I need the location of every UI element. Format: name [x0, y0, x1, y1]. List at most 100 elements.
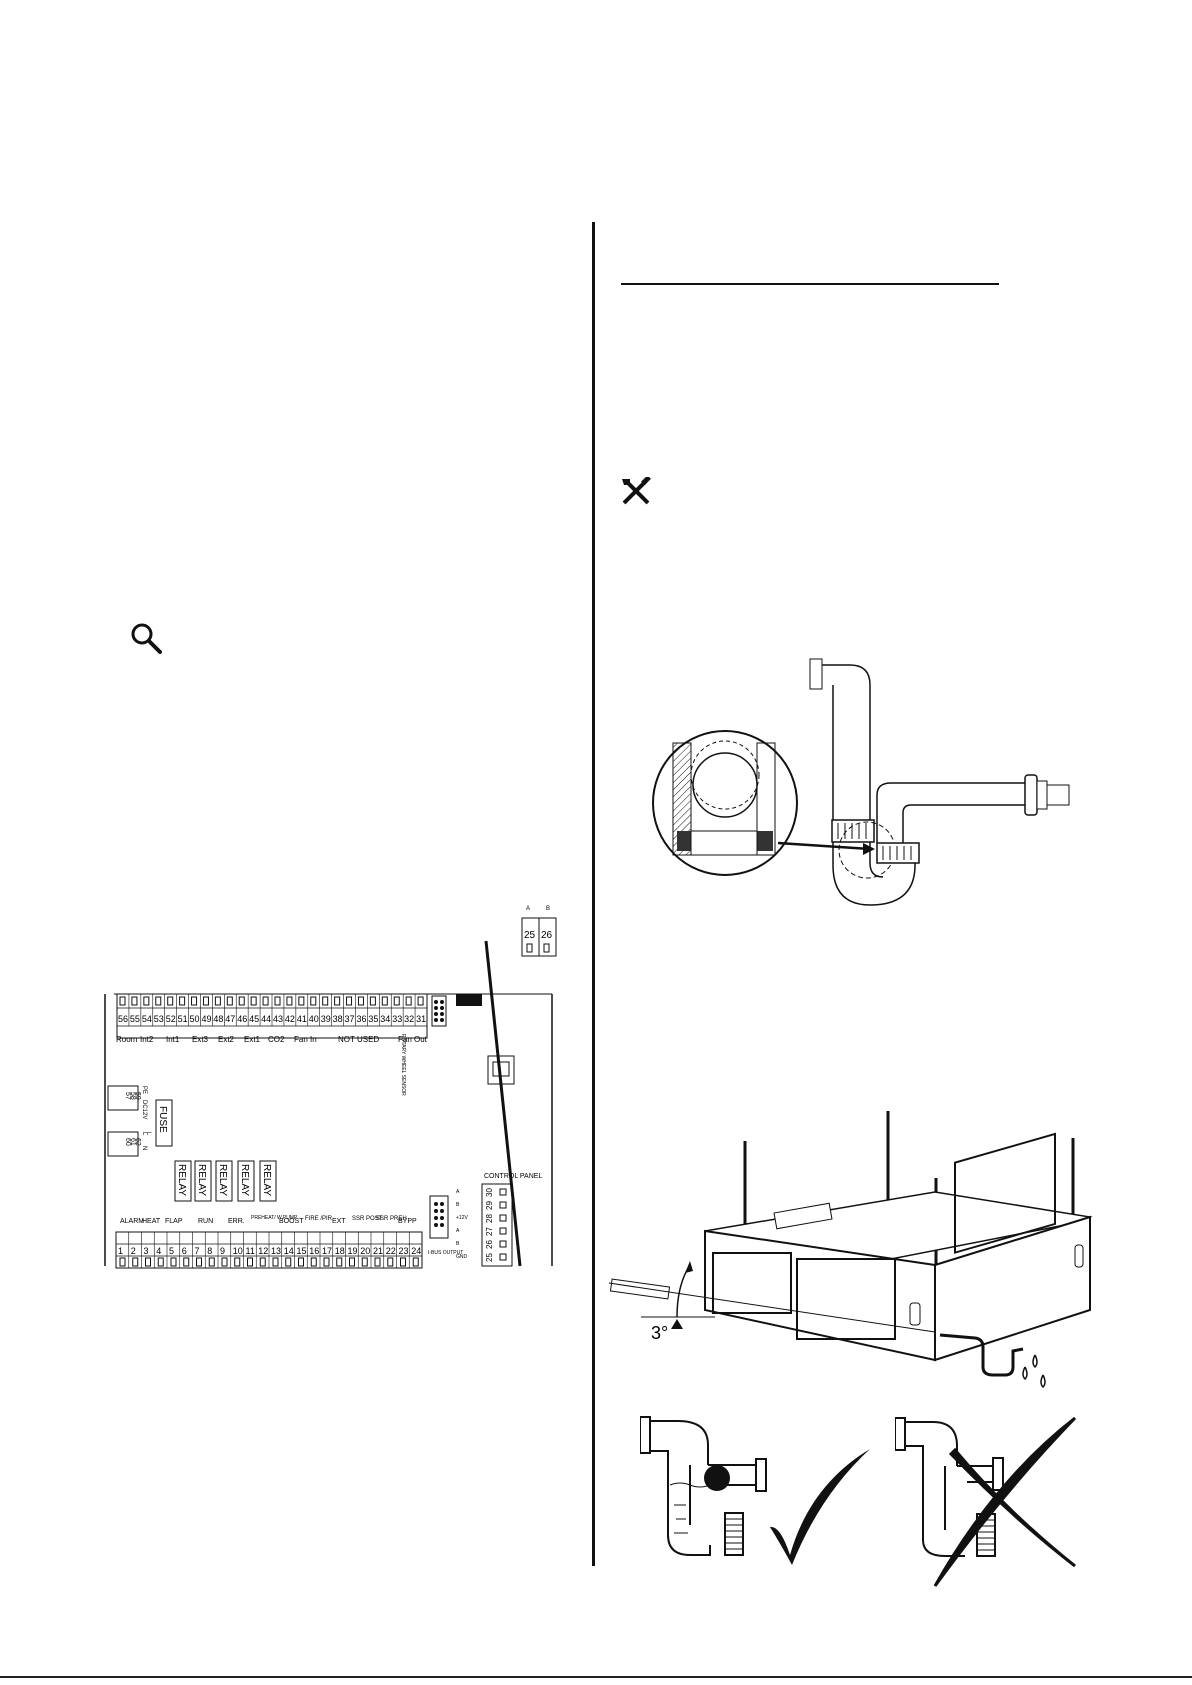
top-group-label: Ext1 [244, 1035, 261, 1044]
bottom-terminal-socket [336, 1257, 343, 1267]
top-terminal-number: 42 [285, 1014, 295, 1024]
top-terminal-number: 41 [297, 1014, 307, 1024]
top-group-label: Fan In [294, 1035, 317, 1044]
bottom-terminal-socket [234, 1257, 241, 1267]
top-terminal-number: 34 [380, 1014, 390, 1024]
bottom-terminal-number: 13 [271, 1246, 281, 1256]
bottom-terminal-socket [298, 1257, 304, 1267]
top-terminal-socket [381, 996, 388, 1006]
bottom-terminal-number: 18 [335, 1246, 345, 1256]
top-terminal-number: 51 [178, 1014, 188, 1024]
top-terminal-number: 54 [142, 1014, 152, 1024]
top-terminal-socket [357, 996, 364, 1006]
top-group-label: CO2 [268, 1035, 285, 1044]
top-terminal-number: 33 [392, 1014, 402, 1024]
bottom-terminal-socket [157, 1257, 164, 1267]
section-heading-rule [621, 283, 999, 285]
magnifier-icon [128, 620, 164, 661]
top-terminal-number: 47 [225, 1014, 235, 1024]
control-terminal-socket [499, 1240, 507, 1248]
bottom-terminal-number: 9 [220, 1246, 225, 1256]
control-terminal-socket [499, 1253, 507, 1261]
inset-terminal: 25 [524, 930, 536, 941]
control-terminal-socket [499, 1227, 507, 1235]
bottom-terminal-number: 10 [233, 1246, 243, 1256]
control-terminal-label: GND [456, 1254, 468, 1260]
bottom-terminal-socket [259, 1257, 266, 1267]
top-terminal-number: 56 [118, 1014, 128, 1024]
bottom-terminal-number: 8 [207, 1246, 212, 1256]
tools-icon [620, 475, 654, 512]
bottom-terminal-number: 24 [411, 1246, 421, 1256]
top-terminal-socket [334, 996, 341, 1006]
top-terminal-number: 55 [130, 1014, 140, 1024]
drain-trap-diagram [652, 658, 1070, 906]
bottom-terminal-number: 21 [373, 1246, 383, 1256]
control-terminal-label: +12V [456, 1215, 468, 1221]
top-group-label: Int2 [140, 1035, 154, 1044]
checkmark-icon [770, 1449, 870, 1565]
left-terminal: 57 [124, 1092, 131, 1100]
bottom-terminal-socket [145, 1257, 151, 1267]
side-label: PE [141, 1086, 147, 1094]
top-group-label: Room [116, 1035, 138, 1044]
bottom-terminal-socket [208, 1257, 215, 1267]
top-terminal-number: 37 [345, 1014, 355, 1024]
top-terminal-socket [179, 996, 186, 1006]
bottom-terminal-number: 19 [348, 1246, 358, 1256]
inset-label: B [546, 906, 550, 912]
bottom-group-label: FLAP [165, 1218, 183, 1225]
bottom-terminal-socket [310, 1257, 317, 1267]
top-group-label: NOT USED [338, 1035, 379, 1044]
left-terminal: 60 [124, 1138, 131, 1146]
bottom-group-label: SSR POST [352, 1216, 383, 1222]
bottom-terminal-number: 12 [258, 1246, 268, 1256]
bottom-terminal-number: 5 [169, 1246, 174, 1256]
inset-label: A [526, 906, 530, 912]
control-terminal-number: 28 [485, 1214, 494, 1223]
bottom-terminal-socket [119, 1257, 126, 1267]
left-terminal: 59 [134, 1092, 141, 1100]
bottom-terminal-socket [361, 1257, 368, 1267]
bottom-terminal-socket [196, 1257, 202, 1267]
sensor-label: ROTARY WHEEL SENSOR [400, 1034, 406, 1096]
top-terminal-socket [417, 996, 424, 1006]
control-terminal-label: B [456, 1202, 460, 1208]
top-terminal-socket [262, 996, 269, 1006]
control-terminal-label: B [456, 1241, 460, 1247]
top-terminal-socket [191, 996, 198, 1006]
page-bottom-rule [0, 1676, 1192, 1678]
top-terminal-number: 40 [309, 1014, 319, 1024]
top-terminal-number: 50 [190, 1014, 200, 1024]
top-group-label: Ext3 [192, 1035, 209, 1044]
top-terminal-number: 36 [356, 1014, 366, 1024]
top-terminal-socket [155, 996, 162, 1006]
top-terminal-number: 52 [166, 1014, 176, 1024]
top-terminal-socket [202, 996, 209, 1006]
bottom-terminal-number: 11 [246, 1246, 255, 1256]
top-terminal-number: 48 [213, 1014, 223, 1024]
bottom-group-label: RUN [198, 1218, 213, 1225]
bottom-group-label: EXT [332, 1218, 346, 1225]
top-terminal-socket [393, 996, 400, 1006]
bottom-terminal-socket [349, 1257, 355, 1267]
top-terminal-socket [226, 996, 233, 1006]
side-label: DC12V [141, 1100, 147, 1119]
control-panel-label: CONTROL PANEL [484, 1173, 542, 1180]
top-terminal-number: 35 [368, 1014, 378, 1024]
top-terminal-socket [298, 996, 305, 1006]
control-terminal-number: 25 [485, 1253, 494, 1262]
top-terminal-socket [322, 996, 329, 1006]
bottom-terminal-socket [132, 1257, 139, 1267]
relay-label: RELAY [217, 1164, 228, 1196]
top-terminal-number: 49 [201, 1014, 211, 1024]
top-terminal-socket [405, 996, 412, 1006]
top-terminal-number: 46 [237, 1014, 247, 1024]
bottom-terminal-number: 22 [386, 1246, 396, 1256]
bottom-terminal-number: 15 [297, 1246, 307, 1256]
top-terminal-socket [310, 996, 317, 1006]
bottom-terminal-number: 4 [156, 1246, 161, 1256]
control-terminal-socket [499, 1201, 507, 1209]
inset-terminal: 26 [541, 930, 553, 941]
bus-terminal-inset: A B 25 26 [521, 906, 557, 957]
